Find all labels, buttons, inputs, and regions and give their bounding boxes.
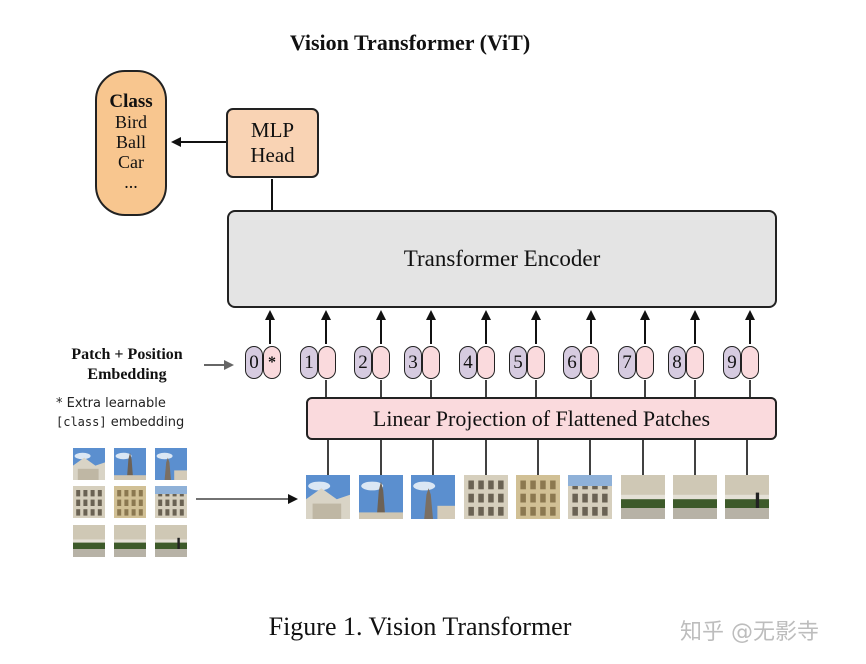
mlp-head-line2: Head <box>250 143 295 167</box>
diagram-title: Vision Transformer (ViT) <box>289 30 531 55</box>
grid-patch-1 <box>73 448 105 480</box>
patch-embedding-token-7 <box>636 346 654 379</box>
position-token-7: 7 <box>618 346 636 379</box>
note-line2: [class] embedding <box>56 413 184 432</box>
class-item-ball: Ball <box>116 132 146 152</box>
note-embedding-text: embedding <box>106 415 185 430</box>
sequence-patch-1 <box>306 475 350 519</box>
position-token-1: 1 <box>300 346 318 379</box>
class-output-box: Class Bird Ball Car ... <box>95 70 167 216</box>
mlp-head-box: MLP Head <box>226 108 319 178</box>
patch-embedding-token-8 <box>686 346 704 379</box>
sequence-patch-6 <box>568 475 612 519</box>
transformer-encoder-box: Transformer Encoder <box>227 210 777 308</box>
sequence-patch-9 <box>725 475 769 519</box>
position-token-8: 8 <box>668 346 686 379</box>
position-token-5: 5 <box>509 346 527 379</box>
class-item-ellipsis: ... <box>124 172 138 192</box>
sequence-patch-8 <box>673 475 717 519</box>
class-item-car: Car <box>118 152 144 172</box>
grid-patch-9 <box>155 525 187 557</box>
class-token-embedding: * <box>263 346 281 379</box>
sequence-patch-3 <box>411 475 455 519</box>
sequence-patch-7 <box>621 475 665 519</box>
position-token-3: 3 <box>404 346 422 379</box>
grid-patch-4 <box>73 486 105 518</box>
class-item-bird: Bird <box>114 112 147 132</box>
position-token-6: 6 <box>563 346 581 379</box>
class-token-note: * Extra learnable [class] embedding <box>56 395 184 432</box>
position-token-9: 9 <box>723 346 741 379</box>
linear-projection-box: Linear Projection of Flattened Patches <box>306 397 777 440</box>
watermark: 知乎 @无影寺 <box>680 620 819 645</box>
position-token-0: 0 <box>245 346 263 379</box>
grid-patch-7 <box>73 525 105 557</box>
patch-position-embedding-label: Patch + Position Embedding <box>52 345 202 385</box>
mlp-head-line1: MLP <box>250 118 295 142</box>
grid-patch-6 <box>155 486 187 518</box>
grid-patch-2 <box>114 448 146 480</box>
transformer-encoder-label: Transformer Encoder <box>403 246 601 271</box>
sequence-patch-5 <box>516 475 560 519</box>
grid-patch-5 <box>114 486 146 518</box>
sequence-patch-2 <box>359 475 403 519</box>
patch-embedding-token-2 <box>372 346 390 379</box>
linear-projection-label: Linear Projection of Flattened Patches <box>372 405 711 431</box>
patch-embedding-token-5 <box>527 346 545 379</box>
grid-patch-3 <box>155 448 187 480</box>
token-to-encoder-arrows <box>265 310 755 344</box>
projection-to-token-lines <box>325 380 751 397</box>
grid-patch-8 <box>114 525 146 557</box>
patch-to-projection-lines <box>327 440 748 475</box>
patch-position-label-line1: Patch + Position <box>71 346 183 363</box>
patch-position-label-line2: Embedding <box>87 366 167 383</box>
position-token-4: 4 <box>459 346 477 379</box>
sequence-patch-4 <box>464 475 508 519</box>
note-line1: * Extra learnable <box>56 396 166 411</box>
patch-embedding-token-1 <box>318 346 336 379</box>
patch-embedding-token-3 <box>422 346 440 379</box>
patch-embedding-token-6 <box>581 346 599 379</box>
position-token-2: 2 <box>354 346 372 379</box>
class-heading: Class <box>109 91 153 112</box>
figure-caption: Figure 1. Vision Transformer <box>268 612 572 641</box>
patch-embedding-token-9 <box>741 346 759 379</box>
note-class-token: [class] <box>56 415 107 429</box>
patch-embedding-token-4 <box>477 346 495 379</box>
